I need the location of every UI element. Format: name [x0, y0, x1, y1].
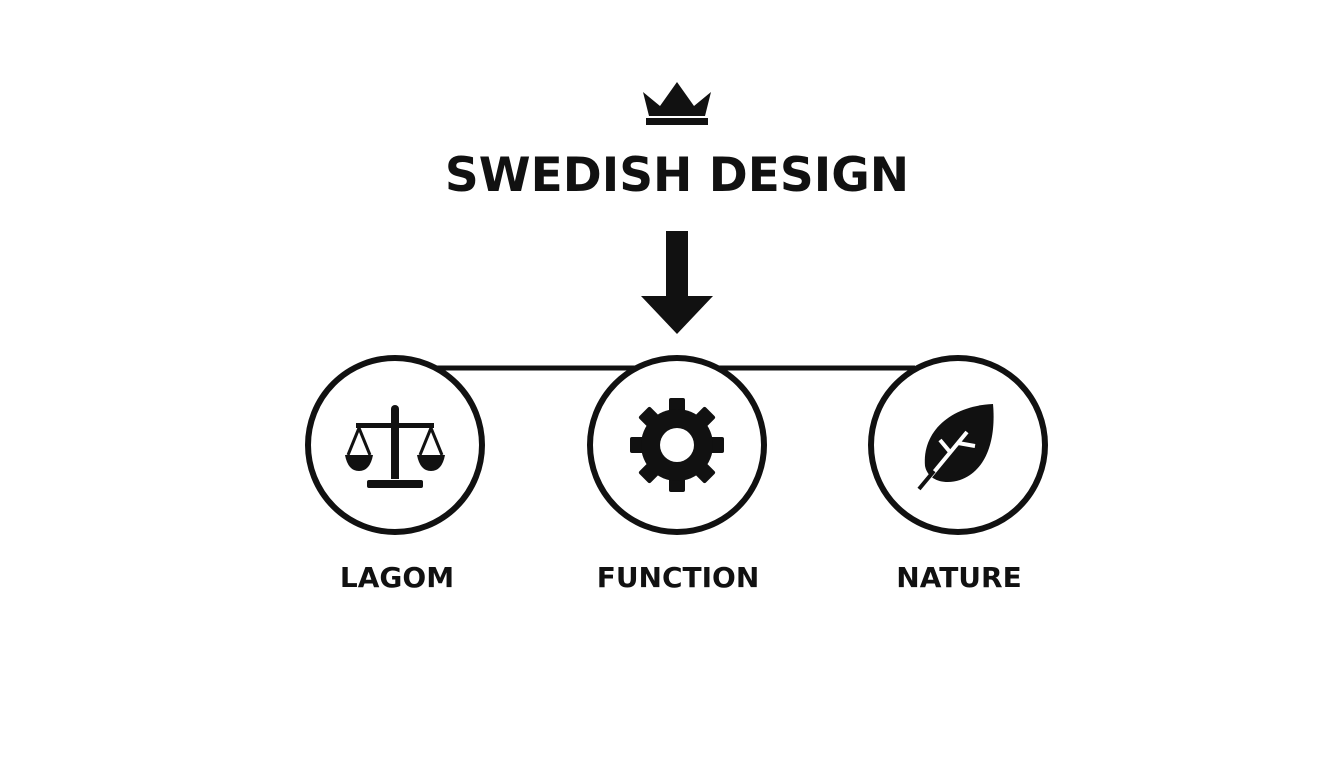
- lagom-label: LAGOM: [339, 561, 455, 594]
- leaf-icon: [917, 404, 994, 491]
- nature-label: NATURE: [896, 561, 1022, 594]
- function-label: FUNCTION: [596, 561, 760, 594]
- gear-icon: [630, 398, 724, 492]
- crown-icon: [643, 82, 711, 125]
- down-arrow: [641, 231, 713, 334]
- diagram-title: SWEDISH DESIGN: [444, 148, 910, 203]
- balance-scale-icon: [345, 405, 445, 488]
